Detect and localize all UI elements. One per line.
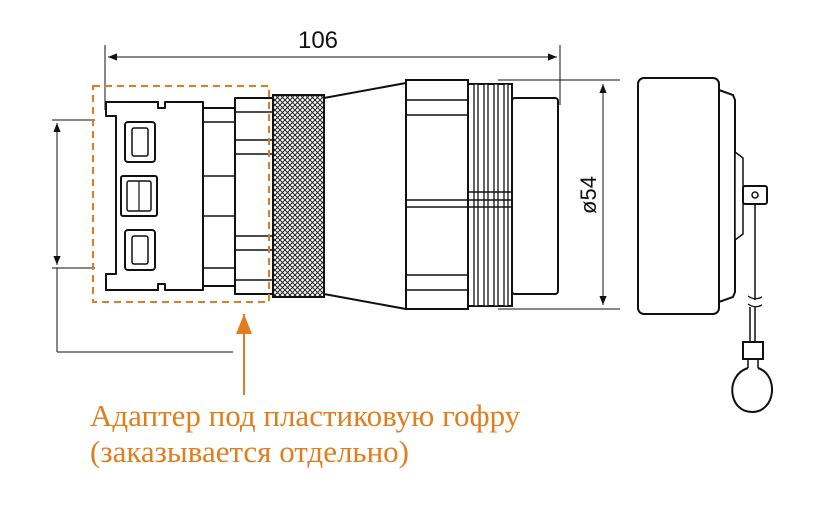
adapter-highlight-frame xyxy=(92,85,270,303)
coupling-nut xyxy=(405,79,469,310)
dimension-length-label: 106 xyxy=(298,27,338,54)
dimension-length xyxy=(104,45,561,110)
adapter-collar xyxy=(202,107,236,287)
tapered-body xyxy=(323,81,407,311)
adapter-note-line1: Адаптер под пластиковую гофру xyxy=(90,398,521,433)
cap-lanyard xyxy=(731,204,773,414)
knurled-ring xyxy=(272,94,325,298)
adapter-body xyxy=(105,97,274,295)
adapter-note: Адаптер под пластиковую гофру (заказывае… xyxy=(90,398,790,470)
protective-cap xyxy=(637,77,768,315)
dimension-adapter-height xyxy=(52,119,233,353)
threaded-section xyxy=(467,83,513,307)
front-face xyxy=(511,97,559,295)
dimension-diameter xyxy=(498,79,620,310)
gland-nut xyxy=(234,97,274,295)
dimension-diameter-label: ø54 xyxy=(576,176,601,214)
adapter-note-line2: (заказывается отдельно) xyxy=(90,434,409,469)
